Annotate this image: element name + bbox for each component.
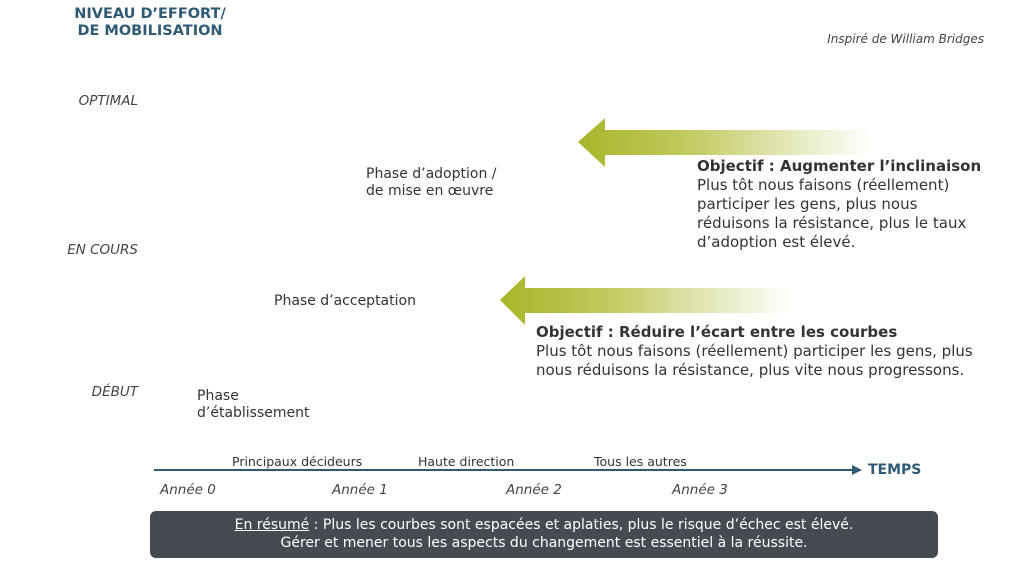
objective-2: Objectif : Réduire l’écart entre les cou… bbox=[536, 323, 973, 380]
y-axis-title-line2: DE MOBILISATION bbox=[77, 23, 223, 39]
group-principaux-decideurs: Principaux décideurs bbox=[232, 454, 363, 469]
year-3: Année 3 bbox=[672, 482, 728, 498]
objective-1-line: réduisons la résistance, plus le taux bbox=[697, 214, 967, 232]
y-axis-title: NIVEAU D’EFFORT/ DE MOBILISATION bbox=[50, 6, 250, 40]
y-level-optimal: OPTIMAL bbox=[78, 93, 138, 109]
phase-acceptation: Phase d’acceptation bbox=[274, 293, 416, 309]
phase-etablissement-line1: Phase bbox=[197, 388, 239, 404]
phase-etablissement: Phase d’établissement bbox=[197, 388, 310, 422]
objective-1-line: Plus tôt nous faisons (réellement) bbox=[697, 176, 950, 194]
arrow-increase-slope bbox=[578, 118, 870, 167]
y-level-debut: DÉBUT bbox=[91, 384, 138, 400]
year-1: Année 1 bbox=[332, 482, 388, 498]
objective-1: Objectif : Augmenter l’inclinaison Plus … bbox=[697, 157, 981, 252]
credit-text: Inspiré de William Bridges bbox=[827, 32, 984, 46]
x-axis-label: TEMPS bbox=[868, 462, 922, 478]
year-0: Année 0 bbox=[160, 482, 216, 498]
y-axis-title-line1: NIVEAU D’EFFORT/ bbox=[74, 6, 226, 22]
objective-1-title: Objectif : Augmenter l’inclinaison bbox=[697, 157, 982, 175]
phase-adoption-line2: de mise en œuvre bbox=[366, 183, 494, 199]
objective-1-line: participer les gens, plus nous bbox=[697, 195, 918, 213]
objective-2-title: Objectif : Réduire l’écart entre les cou… bbox=[536, 323, 898, 341]
group-haute-direction: Haute direction bbox=[418, 454, 515, 469]
phase-adoption-line1: Phase d’adoption / bbox=[366, 166, 497, 182]
summary-box: En résumé : Plus les courbes sont espacé… bbox=[150, 511, 938, 558]
group-tous-les-autres: Tous les autres bbox=[594, 454, 687, 469]
summary-line1-text: : Plus les courbes sont espacées et apla… bbox=[309, 517, 854, 533]
summary-line2: Gérer et mener tous les aspects du chang… bbox=[280, 535, 808, 551]
year-2: Année 2 bbox=[506, 482, 562, 498]
objective-2-line: nous réduisons la résistance, plus vite … bbox=[536, 361, 965, 379]
y-level-en-cours: EN COURS bbox=[67, 242, 138, 258]
phase-etablissement-line2: d’établissement bbox=[197, 405, 310, 421]
summary-lead: En résumé bbox=[234, 517, 310, 533]
arrow-reduce-gap bbox=[500, 276, 790, 325]
objective-1-line: d’adoption est élevé. bbox=[697, 233, 856, 251]
x-axis-arrowhead bbox=[852, 465, 862, 475]
summary-line1: En résumé : Plus les courbes sont espacé… bbox=[150, 516, 938, 534]
phase-adoption: Phase d’adoption / de mise en œuvre bbox=[366, 166, 497, 200]
objective-2-line: Plus tôt nous faisons (réellement) parti… bbox=[536, 342, 973, 360]
